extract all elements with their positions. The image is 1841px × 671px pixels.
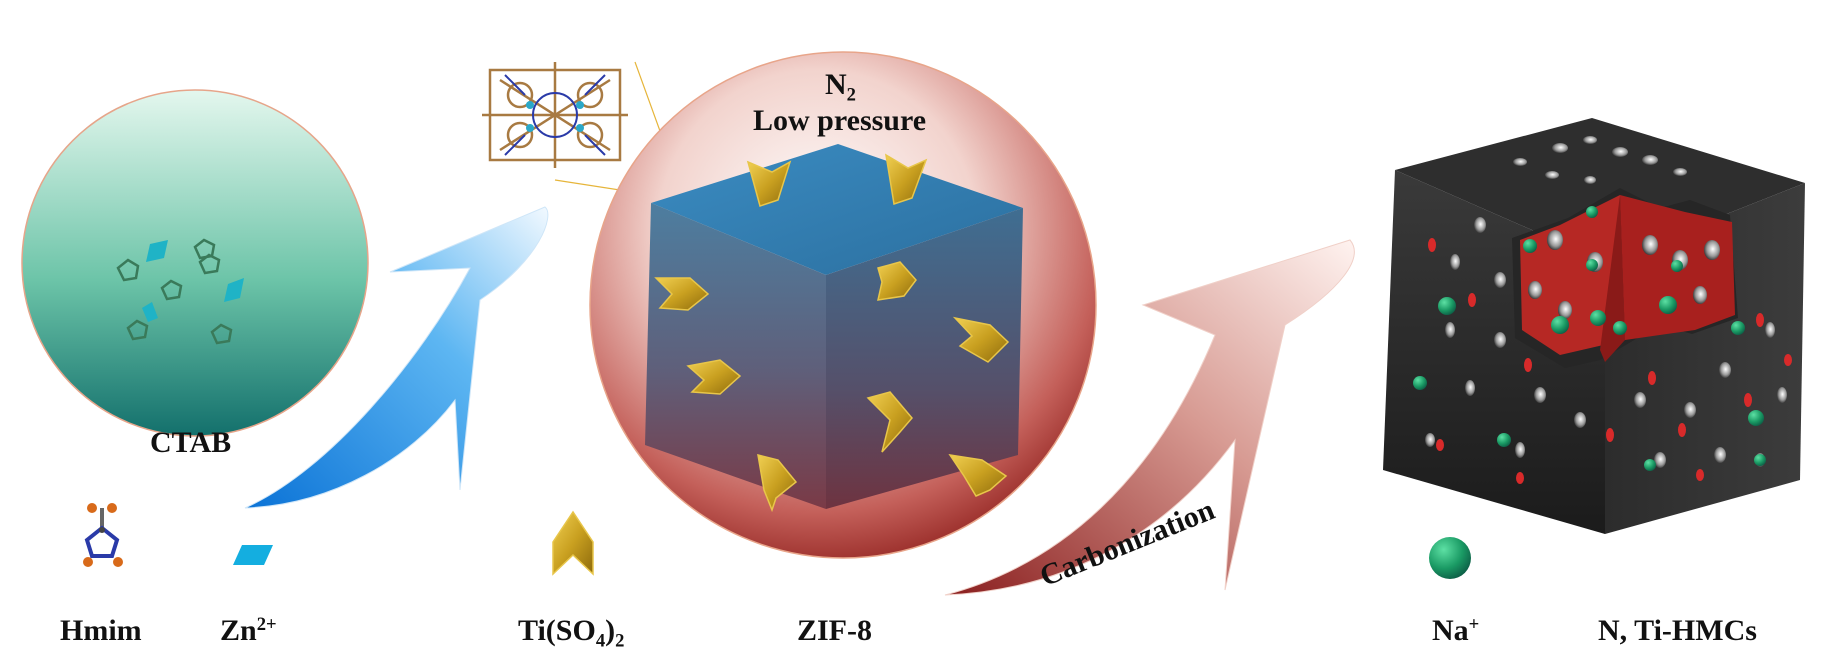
ti-text-post: ) — [605, 614, 616, 647]
pores — [1425, 136, 1787, 468]
zn-label: Zn2+ — [220, 614, 277, 648]
zif8-label: ZIF-8 — [797, 614, 872, 647]
blue-arrow — [244, 206, 549, 509]
ctab-label: CTAB — [150, 426, 232, 459]
na-superscript: + — [1468, 613, 1480, 635]
product-label: N, Ti-HMCs — [1598, 614, 1757, 647]
red-pores — [1428, 238, 1792, 484]
ti-markers — [654, 153, 1010, 513]
red-arrow — [944, 239, 1355, 596]
zn-in-sphere — [146, 240, 168, 262]
na-text: Na — [1432, 614, 1469, 647]
n2-subscript: 2 — [846, 84, 856, 106]
ti-subscript-2: 2 — [615, 630, 625, 652]
zn-text: Zn — [220, 614, 257, 647]
zn-icon — [233, 545, 273, 565]
ti-label: Ti(SO4)2 — [518, 614, 624, 650]
na-label: Na+ — [1432, 614, 1479, 648]
ti-icon — [552, 510, 594, 576]
low-pressure-label: Low pressure — [753, 104, 927, 137]
ctab-sphere — [21, 89, 369, 437]
ti-text-pre: Ti(SO — [518, 614, 596, 647]
n2-text: N — [825, 68, 847, 101]
na-icon — [1429, 537, 1471, 579]
na-ions-in-cube — [1413, 206, 1766, 471]
zn-in-sphere — [142, 302, 158, 322]
ti-subscript: 4 — [595, 630, 606, 652]
zn-in-sphere — [224, 278, 244, 302]
hmim-icon — [83, 503, 123, 567]
zn-superscript: 2+ — [256, 613, 277, 635]
n2-label: N2 — [825, 68, 856, 104]
hmim-molecules-in-sphere — [116, 238, 233, 345]
hmim-label: Hmim — [60, 614, 142, 647]
